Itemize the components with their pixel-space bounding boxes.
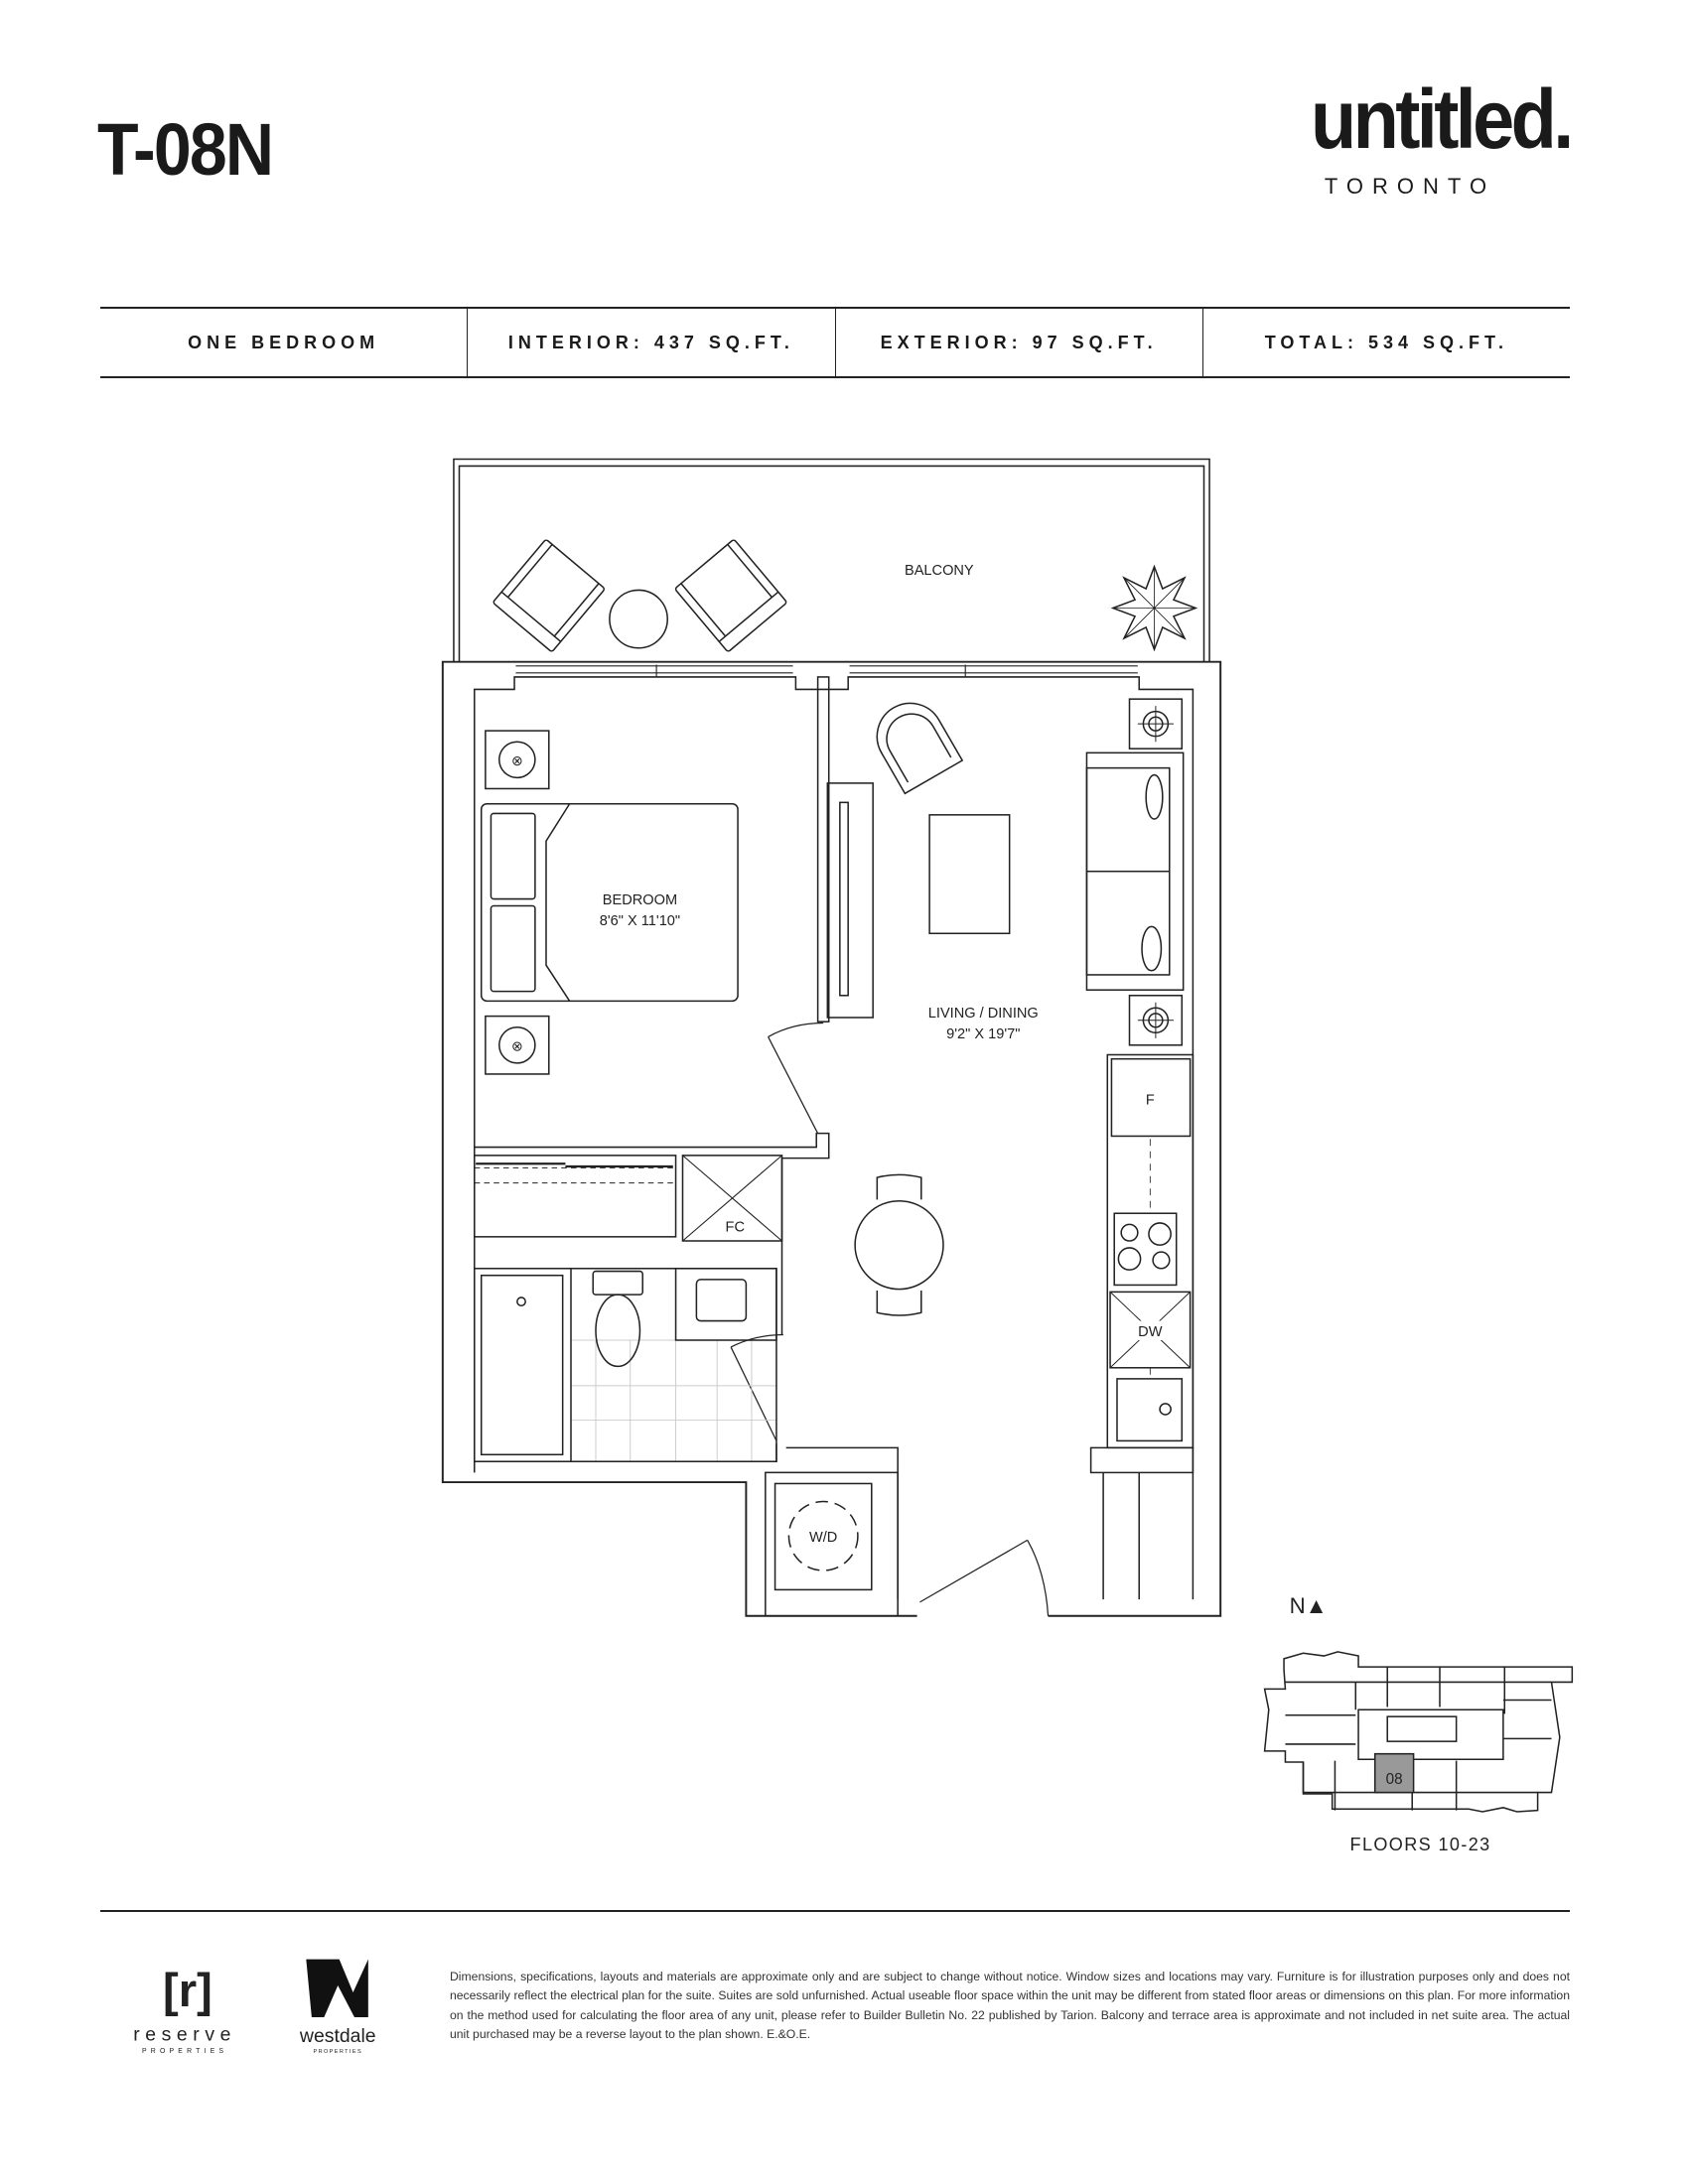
armchair-icon	[876, 702, 964, 795]
vanity-icon	[674, 1268, 777, 1341]
brand-logo: untitled.	[1311, 72, 1574, 166]
laundry: W/D	[765, 1471, 899, 1617]
bedroom-label: BEDROOM	[603, 892, 677, 908]
bathroom	[474, 1268, 777, 1462]
floors-label: FLOORS 10-23	[1350, 1835, 1491, 1854]
tv-icon	[839, 801, 849, 997]
sofa-icon	[1085, 751, 1185, 991]
brand-city: TORONTO	[1324, 174, 1496, 199]
bedroom: ⊗ ⊗ BEDROOM 8'6" X 11'10"	[474, 730, 739, 1238]
washer-dryer-label: W/D	[809, 1530, 837, 1546]
svg-text:[r]: [r]	[163, 1965, 212, 2017]
unit-code-title: T-08N	[97, 108, 274, 191]
spec-exterior: EXTERIOR: 97 SQ.FT.	[834, 309, 1202, 376]
spec-table: ONE BEDROOM INTERIOR: 437 SQ.FT. EXTERIO…	[100, 307, 1570, 378]
fridge-icon	[1110, 1057, 1192, 1138]
doors	[730, 1022, 1050, 1616]
svg-text:reserve: reserve	[133, 2024, 236, 2046]
coffee-table-icon	[928, 814, 1011, 935]
dishwasher-icon	[1109, 1291, 1192, 1369]
kitchen: F DW	[1089, 1053, 1195, 1600]
side-table-icon	[609, 589, 668, 649]
key-plan-unit-label: 08	[1386, 1771, 1403, 1788]
nightstand-icon	[485, 1015, 550, 1075]
svg-text:⊗: ⊗	[511, 1037, 523, 1053]
spec-total: TOTAL: 534 SQ.FT.	[1201, 309, 1570, 376]
kitchen-sink-icon	[1116, 1378, 1184, 1442]
front-closet-label: FC	[726, 1219, 745, 1235]
plant-icon	[1110, 564, 1198, 652]
highlighted-unit	[1373, 1752, 1415, 1794]
front-closet: FC	[681, 1155, 783, 1242]
living-label: LIVING / DINING	[928, 1006, 1039, 1022]
lounge-chair-icon	[492, 539, 605, 652]
reserve-properties-logo: [r] reserve PROPERTIES	[133, 1965, 236, 2055]
bathtub-icon	[480, 1274, 564, 1456]
westdale-properties-logo: westdale PROPERTIES	[299, 1959, 376, 2055]
north-indicator: N▲	[1290, 1593, 1328, 1618]
bed-icon	[480, 802, 739, 1003]
nightstand-icon	[485, 730, 550, 790]
spec-unit-type: ONE BEDROOM	[188, 332, 380, 352]
svg-text:⊗: ⊗	[511, 752, 523, 768]
media-console-icon	[826, 782, 874, 1019]
footer-divider	[100, 1910, 1570, 1912]
spec-interior: INTERIOR: 437 SQ.FT.	[467, 309, 834, 376]
dining-table-icon	[854, 1173, 944, 1316]
lounge-chair-icon	[674, 539, 787, 652]
balcony: BALCONY	[453, 458, 1210, 662]
svg-text:PROPERTIES: PROPERTIES	[142, 2048, 227, 2055]
key-plan: N▲ 08 FLOORS 10-23	[1263, 1593, 1574, 1854]
bedroom-closet	[474, 1155, 677, 1238]
balcony-label: BALCONY	[905, 563, 974, 579]
living-dining: LIVING / DINING 9'2" X 19'7"	[826, 698, 1185, 1316]
side-table-icon	[1128, 698, 1184, 1046]
living-dimensions: 9'2" X 19'7"	[946, 1026, 1020, 1042]
disclaimer-text: Dimensions, specifications, layouts and …	[450, 1970, 1570, 2042]
svg-text:PROPERTIES: PROPERTIES	[314, 2049, 363, 2055]
bedroom-dimensions: 8'6" X 11'10"	[600, 913, 680, 929]
svg-text:westdale: westdale	[299, 2025, 376, 2047]
cooktop-icon	[1113, 1212, 1178, 1287]
toilet-icon	[592, 1270, 643, 1368]
fridge-label: F	[1146, 1093, 1155, 1109]
dishwasher-label: DW	[1138, 1324, 1163, 1340]
